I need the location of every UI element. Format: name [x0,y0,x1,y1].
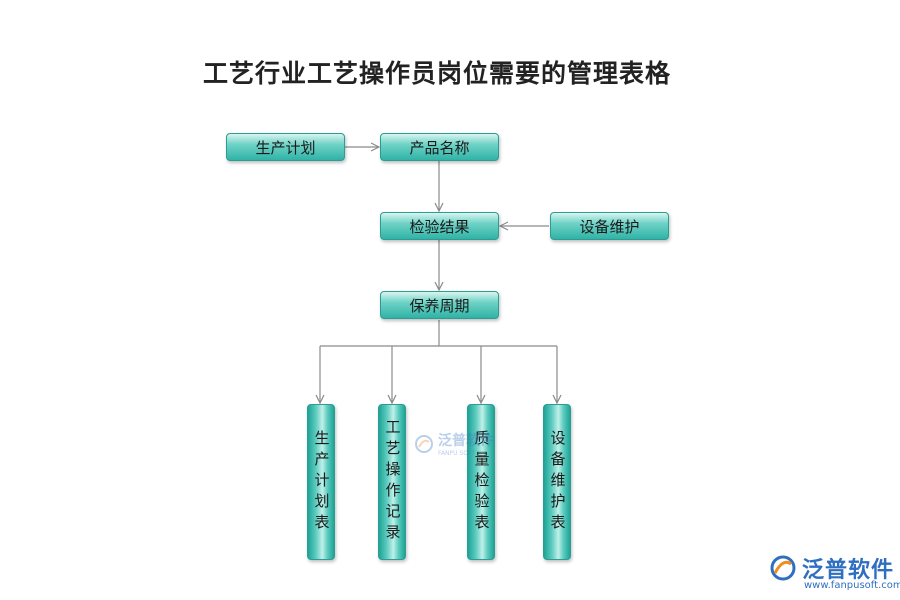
page-title: 工艺行业工艺操作员岗位需要的管理表格 [202,59,671,88]
center-watermark: 泛普软件 FANPU SOFT [414,430,494,457]
brand-watermark: 泛普软件 www.fanpusoft.com [768,552,900,591]
node-product-name: 产品名称 [380,133,499,161]
node-process-operation-record: 工艺操作记录 [378,404,406,560]
fanpu-logo-icon [415,434,433,453]
watermark-sub: FANPU SOFT [438,450,475,457]
node-equipment-maintenance-table: 设备维护表 [543,404,571,560]
fanpu-brand-logo-icon [770,555,796,581]
node-inspection-result: 检验结果 [380,212,499,240]
brand-url: www.fanpusoft.com [804,580,900,591]
node-equipment-maintenance: 设备维护 [550,212,669,240]
node-maintenance-cycle: 保养周期 [380,291,499,319]
node-quality-inspection-table: 质量检验表 [467,404,495,560]
node-production-plan-table: 生产计划表 [307,404,335,560]
brand-name: 泛普软件 [802,558,895,583]
node-production-plan: 生产计划 [226,133,345,161]
watermark-name: 泛普软件 [438,433,494,449]
